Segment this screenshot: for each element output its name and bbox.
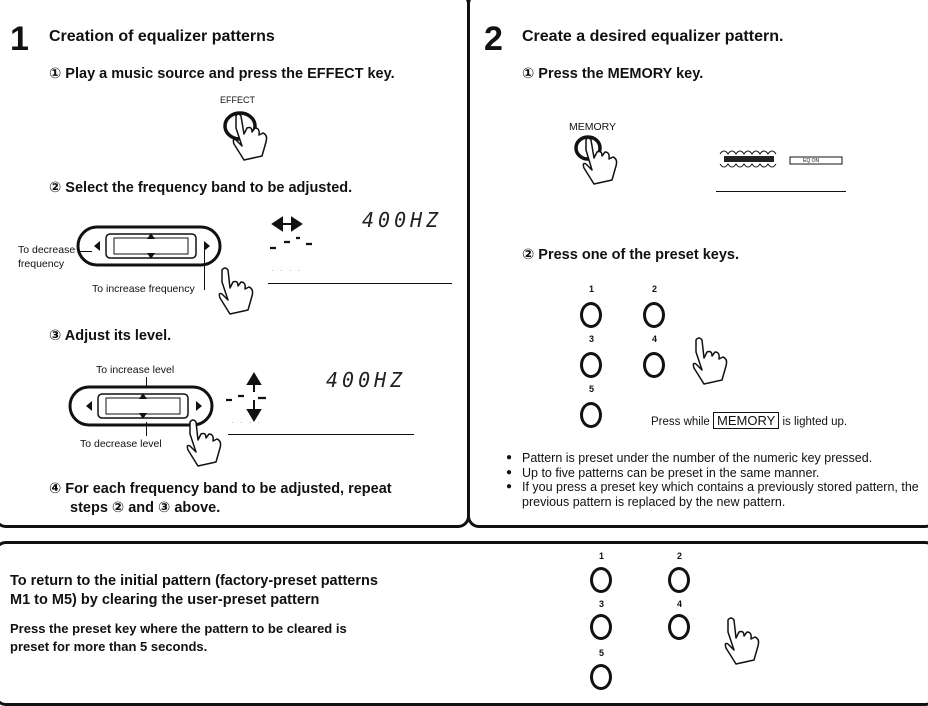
memory-key-reference: MEMORY bbox=[713, 412, 780, 429]
label-increase-frequency: To increase frequency bbox=[92, 283, 195, 295]
clear-preset-key-5[interactable] bbox=[590, 664, 612, 690]
label-increase-level: To increase level bbox=[96, 364, 175, 376]
label-decrease-frequency-2: frequency bbox=[18, 258, 65, 270]
label-decrease-level: To decrease level bbox=[80, 438, 162, 450]
label-decrease-frequency-1: To decrease bbox=[18, 244, 76, 256]
preset-key-4[interactable] bbox=[643, 352, 665, 378]
clear-preset-key-2-number: 2 bbox=[677, 551, 683, 561]
bullet-item-1: Pattern is preset under the number of th… bbox=[506, 451, 928, 466]
display-scale-ticks-1: · · · · bbox=[272, 268, 300, 274]
lcd-memory-flashing-indicator bbox=[719, 150, 843, 168]
preset-key-1[interactable] bbox=[580, 302, 602, 328]
hand-press-icon-1 bbox=[218, 267, 254, 315]
leader-increase-level bbox=[146, 377, 147, 393]
hand-press-icon-4 bbox=[724, 617, 760, 665]
preset-key-4-number: 4 bbox=[652, 334, 658, 344]
section-3-heading-line-2: M1 to M5) by clearing the user-preset pa… bbox=[10, 592, 320, 608]
section-1-number: 1 bbox=[10, 20, 29, 58]
section-3-heading-line-1: To return to the initial pattern (factor… bbox=[10, 573, 378, 589]
section-1-step-1: ① Play a music source and press the EFFE… bbox=[49, 66, 395, 82]
clear-preset-key-2[interactable] bbox=[668, 567, 690, 593]
display-baseline-2 bbox=[228, 434, 414, 435]
eq-control-pad-level[interactable] bbox=[68, 384, 218, 430]
panel-section-2 bbox=[467, 0, 928, 528]
section-2-bullet-list: Pattern is preset under the number of th… bbox=[506, 451, 928, 509]
lcd-eq-on-indicator: EQ ON bbox=[803, 158, 820, 164]
leader-decrease-frequency bbox=[78, 251, 92, 252]
clear-preset-key-4[interactable] bbox=[668, 614, 690, 640]
effect-key-press-icon[interactable] bbox=[222, 108, 292, 166]
display-baseline-1 bbox=[268, 283, 452, 284]
eq-band-select-arrows-icon bbox=[270, 216, 312, 250]
section-2-step-2: ② Press one of the preset keys. bbox=[522, 247, 739, 263]
clear-preset-key-3[interactable] bbox=[590, 614, 612, 640]
leader-decrease-level bbox=[146, 422, 147, 436]
section-2-number: 2 bbox=[484, 20, 503, 58]
section-1-step-4-line-2: steps ② and ③ above. bbox=[70, 500, 221, 516]
section-1-step-4-line-1: ④ For each frequency band to be adjusted… bbox=[49, 481, 392, 497]
press-note-before: Press while bbox=[651, 416, 710, 428]
preset-key-5-number: 5 bbox=[589, 384, 595, 394]
press-note-after: is lighted up. bbox=[782, 416, 848, 428]
memory-key-label: MEMORY bbox=[569, 121, 617, 133]
preset-key-3-number: 3 bbox=[589, 334, 595, 344]
preset-key-1-number: 1 bbox=[589, 284, 595, 294]
effect-key-label: EFFECT bbox=[220, 95, 255, 105]
lcd-frequency-display-2: 400HZ bbox=[326, 368, 407, 392]
press-while-memory-note: Press while MEMORY is lighted up. bbox=[651, 412, 848, 429]
lcd-frequency-display-1: 400HZ bbox=[362, 208, 443, 232]
clear-preset-key-5-number: 5 bbox=[599, 648, 605, 658]
bullet-item-3: If you press a preset key which contains… bbox=[506, 480, 928, 509]
clear-preset-key-3-number: 3 bbox=[599, 599, 605, 609]
clear-preset-key-1-number: 1 bbox=[599, 551, 605, 561]
memory-key-press-icon[interactable] bbox=[574, 134, 640, 196]
preset-key-2[interactable] bbox=[643, 302, 665, 328]
leader-increase-frequency bbox=[204, 246, 205, 290]
hand-press-icon-2 bbox=[186, 419, 222, 467]
display-scale-ticks-2: · · · · bbox=[232, 420, 260, 426]
section-1-title: Creation of equalizer patterns bbox=[49, 28, 275, 45]
section-2-step-1: ① Press the MEMORY key. bbox=[522, 66, 704, 82]
preset-key-2-number: 2 bbox=[652, 284, 658, 294]
section-1-step-2: ② Select the frequency band to be adjust… bbox=[49, 180, 353, 196]
section-3-body-line-2: preset for more than 5 seconds. bbox=[10, 639, 208, 654]
eq-level-adjust-arrows-icon bbox=[226, 372, 266, 422]
preset-key-3[interactable] bbox=[580, 352, 602, 378]
clear-preset-key-4-number: 4 bbox=[677, 599, 683, 609]
hand-press-icon-3 bbox=[692, 337, 728, 385]
display-baseline-3 bbox=[716, 191, 846, 192]
section-1-step-3: ③ Adjust its level. bbox=[49, 328, 172, 344]
section-2-title: Create a desired equalizer pattern. bbox=[522, 28, 784, 45]
preset-key-5[interactable] bbox=[580, 402, 602, 428]
eq-control-pad-frequency[interactable] bbox=[76, 224, 226, 270]
clear-preset-key-1[interactable] bbox=[590, 567, 612, 593]
bullet-item-2: Up to five patterns can be preset in the… bbox=[506, 466, 928, 481]
section-3-body-line-1: Press the preset key where the pattern t… bbox=[10, 621, 347, 636]
